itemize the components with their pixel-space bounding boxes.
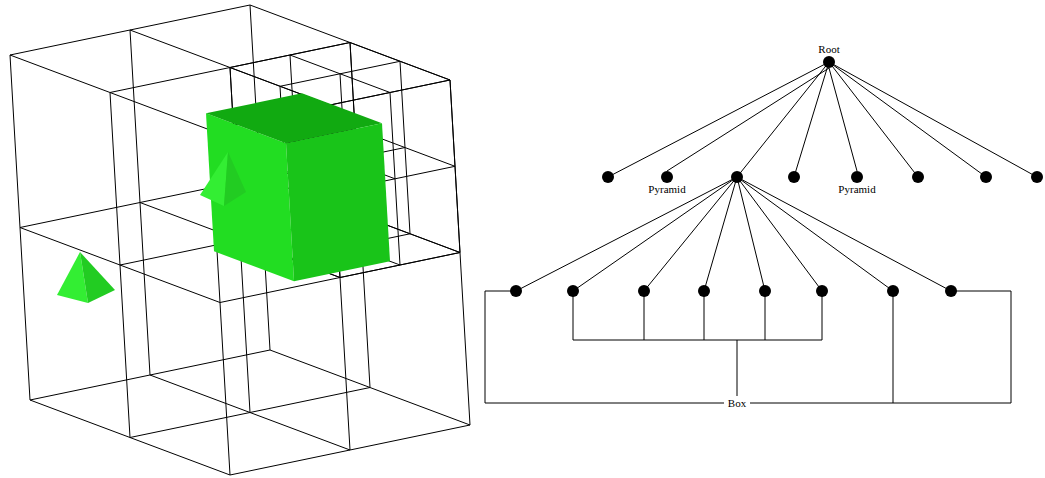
box-object [206, 93, 390, 281]
node-dot [851, 171, 863, 183]
grid-line [10, 55, 210, 130]
tree-node: Root [817, 43, 840, 68]
tree-node: Pyramid [647, 171, 686, 196]
tree-node: Pyramid [837, 171, 876, 196]
grid-line [330, 80, 450, 105]
octree-grid [10, 5, 470, 475]
node-label: Pyramid [647, 183, 686, 196]
node-dot [823, 56, 835, 68]
grid-line [290, 55, 390, 93]
pyramid-object [200, 152, 246, 206]
pyramid-object [57, 252, 115, 303]
node-label: Root [817, 43, 840, 56]
node-dot [661, 171, 673, 183]
group-label: Box [724, 397, 750, 410]
grid-line [250, 5, 450, 80]
tree-edge [829, 68, 857, 171]
grid-line [400, 61, 410, 234]
grid-line [350, 43, 450, 81]
node-label: Pyramid [837, 183, 876, 196]
box-face [286, 123, 390, 281]
tree-edge [667, 68, 829, 171]
grid-line [450, 80, 470, 425]
grid-line [450, 80, 460, 253]
